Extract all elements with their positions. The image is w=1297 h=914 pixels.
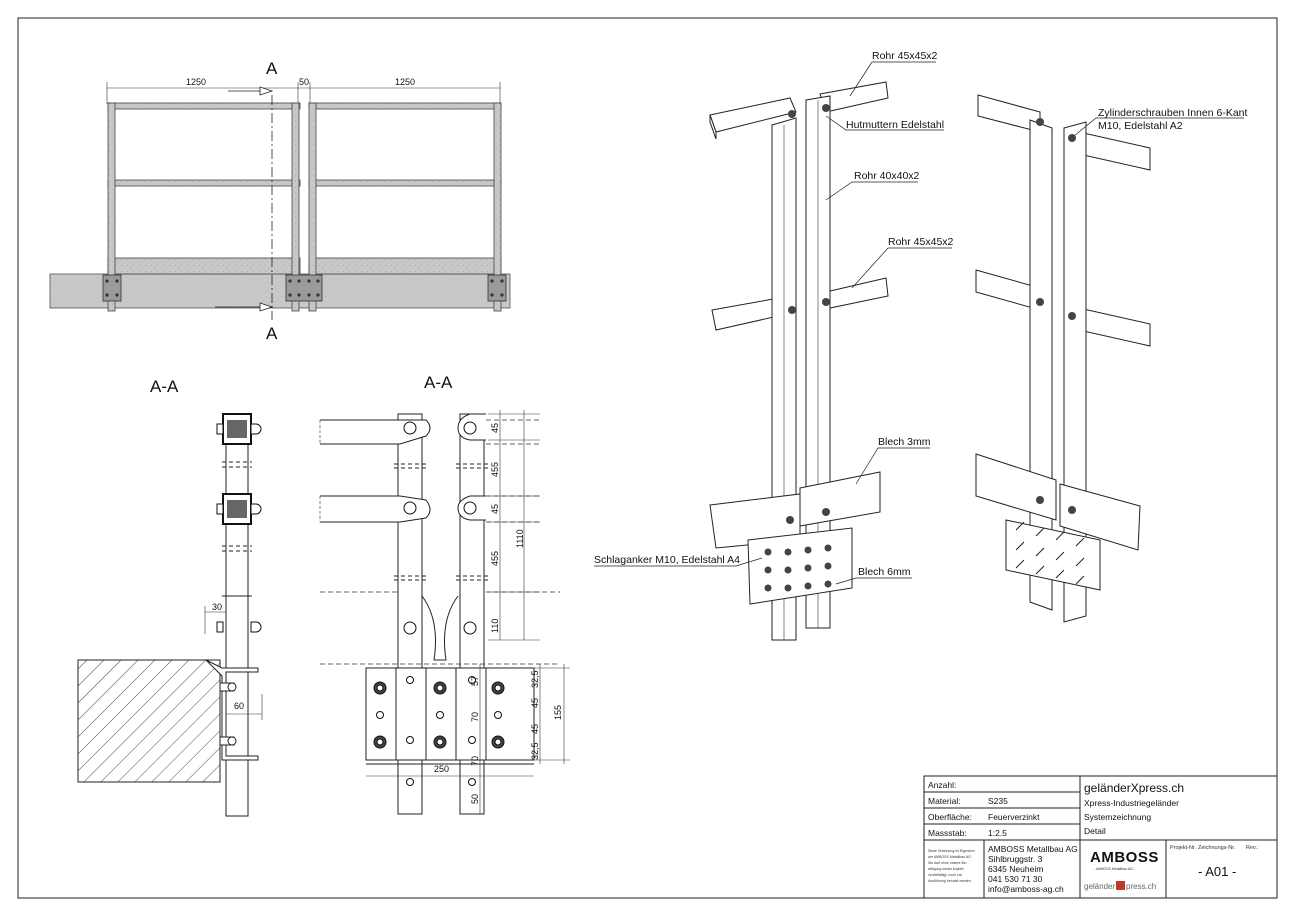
tb-drawing-type: Systemzeichnung — [1084, 812, 1151, 822]
label-zylinderschrauben: Zylinderschrauben Innen 6-Kant — [1098, 107, 1248, 119]
amboss-logo-sub: - AMBOSS Metallbau AG - — [1094, 867, 1136, 871]
label-schlaganker: Schlaganker M10, Edelstahl A4 — [594, 554, 740, 566]
tb-projekt-label: Projekt-Nr. — [1170, 845, 1196, 851]
dim-right-1250: 1250 — [395, 77, 415, 87]
dim-32-5-bottom: 32,5 — [530, 742, 540, 760]
xpress-logo-right: press.ch — [1126, 882, 1156, 891]
dim-45-plate-a: 45 — [530, 698, 540, 708]
dim-45-mid: 45 — [490, 504, 500, 514]
tb-zeichnung-label: Zeichnungs-Nr. — [1198, 845, 1236, 851]
tb-street: Sihlbruggstr. 3 — [988, 854, 1043, 864]
tb-city: 6345 Neuheim — [988, 864, 1043, 874]
tb-email: info@amboss-ag.ch — [988, 884, 1064, 894]
label-rohr-45-mid: Rohr 45x45x2 — [888, 236, 954, 248]
tb-oberflaeche-value: Feuerverzinkt — [988, 812, 1040, 822]
dim-1110: 1110 — [515, 529, 525, 548]
dim-30: 30 — [212, 602, 222, 612]
tb-fine-print-5: vervielfältigt, noch zur — [928, 873, 963, 877]
dim-455-upper: 455 — [490, 462, 500, 477]
dim-32-5-top: 32,5 — [530, 670, 540, 688]
dim-gap-50: 50 — [299, 77, 309, 87]
dim-155: 155 — [553, 705, 563, 720]
tb-product: geländerXpress.ch — [1084, 781, 1184, 795]
tb-massstab-value: 1:2.5 — [988, 828, 1007, 838]
section-front-view: A-A — [319, 373, 570, 815]
dim-110: 110 — [490, 619, 500, 633]
dim-455-lower: 455 — [490, 551, 500, 566]
tb-fine-print-2: der AMBOSS Metallbau AG. — [928, 855, 972, 859]
tb-massstab-label: Massstab: — [928, 828, 967, 838]
tb-phone: 041 530 71 30 — [988, 874, 1043, 884]
concrete-section — [77, 659, 221, 783]
dim-left-1250: 1250 — [186, 77, 206, 87]
section-side-title: A-A — [150, 377, 179, 396]
xpress-logo-cross — [1116, 881, 1125, 890]
label-blech-3mm: Blech 3mm — [878, 436, 931, 448]
tb-subtitle: Xpress-Industriegeländer — [1084, 798, 1179, 808]
dim-60: 60 — [234, 701, 244, 711]
tb-fine-print-3: Sie darf ohne unsere Be- — [928, 861, 968, 865]
label-blech-6mm: Blech 6mm — [858, 566, 911, 578]
label-zylinderschrauben-spec: M10, Edelstahl A2 — [1098, 120, 1183, 132]
label-rohr-40: Rohr 40x40x2 — [854, 170, 920, 182]
tb-fine-print-4: willigung weder kopiert, — [928, 867, 964, 871]
amboss-logo: AMBOSS — [1090, 849, 1159, 866]
title-block: Anzahl: Material: S235 Oberfläche: Feuer… — [923, 775, 1278, 899]
xpress-logo-left: geländer — [1084, 882, 1115, 891]
isometric-view-rear: Zylinderschrauben Innen 6-Kant M10, Edel… — [975, 94, 1248, 623]
dim-50: 50 — [470, 794, 480, 804]
dim-70-b: 70 — [470, 756, 480, 766]
section-side-view: A-A 30 — [77, 377, 263, 817]
label-hutmuttern: Hutmuttern Edelstahl — [846, 119, 944, 131]
drawing-frame — [17, 17, 1278, 899]
tb-material-label: Material: — [928, 796, 961, 806]
dim-45-top: 45 — [490, 423, 500, 433]
tb-company: AMBOSS Metallbau AG — [988, 844, 1078, 854]
tb-drawing-number: - A01 - — [1198, 864, 1236, 879]
tb-detail: Detail — [1084, 826, 1106, 836]
tb-anzahl-label: Anzahl: — [928, 780, 956, 790]
tb-fine-print-1: Diese Zeichnung ist Eigentum — [928, 849, 975, 853]
railing-elevation-view: 1250 50 1250 A A — [49, 59, 511, 343]
dim-70-a: 70 — [470, 712, 480, 722]
section-front-title: A-A — [424, 373, 453, 392]
tb-fine-print-6: Ausführung benutzt werden. — [928, 879, 972, 883]
tb-oberflaeche-label: Oberfläche: — [928, 812, 972, 822]
dim-57: 57 — [470, 676, 480, 686]
tb-material-value: S235 — [988, 796, 1008, 806]
isometric-view-front: Rohr 45x45x2 Hutmuttern Edelstahl Rohr 4… — [594, 50, 954, 641]
label-rohr-45-top: Rohr 45x45x2 — [872, 50, 938, 62]
tb-rev-label: Rev.: — [1246, 845, 1259, 851]
section-mark-bottom: A — [266, 324, 278, 343]
dim-250: 250 — [434, 764, 449, 774]
section-mark-top: A — [266, 59, 278, 78]
dim-45-plate-b: 45 — [530, 724, 540, 734]
